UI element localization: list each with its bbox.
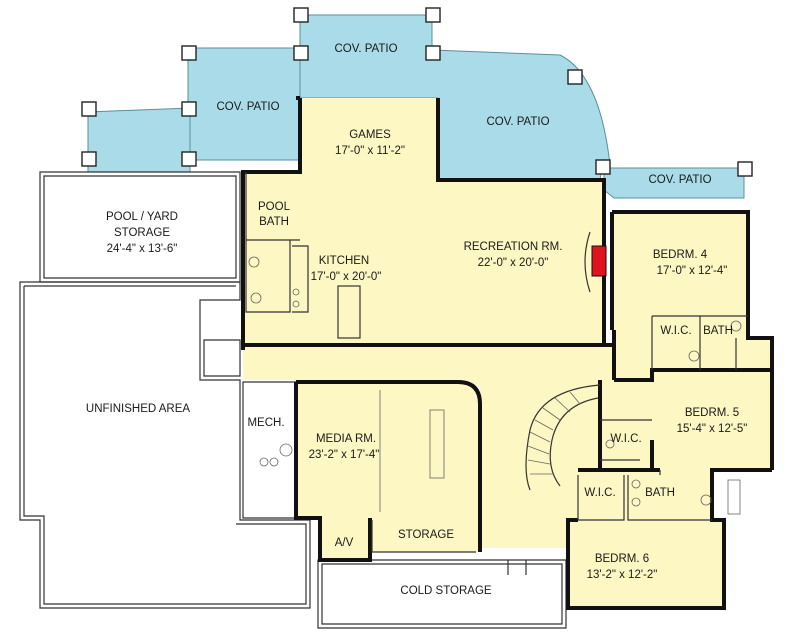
label-wic-top: W.I.C. [660,325,691,337]
room-av [320,518,370,560]
cov-patio-lower-left [87,107,191,173]
label-bedrm-5: BEDRM. 5 [685,407,739,419]
label-bedrm-4: BEDRM. 4 [653,249,708,261]
label-bedrm-5-dim: 15'-4" x 12'-5" [677,423,748,435]
room-games-kitchen-rec [243,98,604,350]
label-cov-patio-right: COV. PATIO [648,174,711,186]
room-bedrm-4-wing [568,212,772,608]
label-recreation-dim: 22'-0" x 20'-0" [478,257,549,269]
label-av: A/V [335,537,354,549]
label-media: MEDIA RM. [316,433,376,445]
fixtures [248,256,742,515]
label-mech: MECH. [247,417,284,429]
label-wic-low: W.I.C. [584,487,615,499]
label-wic-mid: W.I.C. [610,433,641,445]
unfinished-outlines [19,171,567,629]
label-pool-yard-dim: 24'-4" x 13'-6" [107,243,178,255]
label-games: GAMES [349,129,391,141]
label-games-dim: 17'-0" x 11'-2" [335,145,405,157]
label-pool-yard-2: STORAGE [114,227,170,239]
label-unfinished: UNFINISHED AREA [86,403,190,415]
label-cold-storage: COLD STORAGE [400,585,491,597]
covered-patio-areas [87,14,745,199]
label-bedrm-4-dim: 17'-0" x 12'-4" [657,265,728,277]
room-central-hall [243,345,614,548]
label-kitchen-dim: 17'-0" x 20'-0" [311,271,382,283]
label-pool-yard-1: POOL / YARD [106,211,178,223]
label-recreation: RECREATION RM. [464,241,563,253]
label-pool-bath-2: BATH [259,216,289,228]
interior-partitions [245,172,748,575]
room-labels: COV. PATIO COV. PATIO COV. PATIO COV. PA… [86,43,747,597]
label-bedrm-6-dim: 13'-2" x 12'-2" [587,569,658,581]
label-cov-patio-mid: COV. PATIO [486,116,549,128]
label-storage: STORAGE [398,529,454,541]
interior-rooms [243,98,772,608]
label-bath-top: BATH [703,325,733,337]
label-cov-patio-top: COV. PATIO [334,43,397,55]
label-kitchen: KITCHEN [319,255,369,267]
room-storage [378,520,476,548]
label-bedrm-6: BEDRM. 6 [595,553,649,565]
label-cov-patio-left: COV. PATIO [216,101,279,113]
patio-posts [81,7,753,177]
label-pool-bath-1: POOL [258,201,291,213]
label-bath-low: BATH [645,487,675,499]
fireplace [591,245,607,277]
label-media-dim: 23'-2" x 17'-4" [309,449,380,461]
room-media [298,382,480,552]
